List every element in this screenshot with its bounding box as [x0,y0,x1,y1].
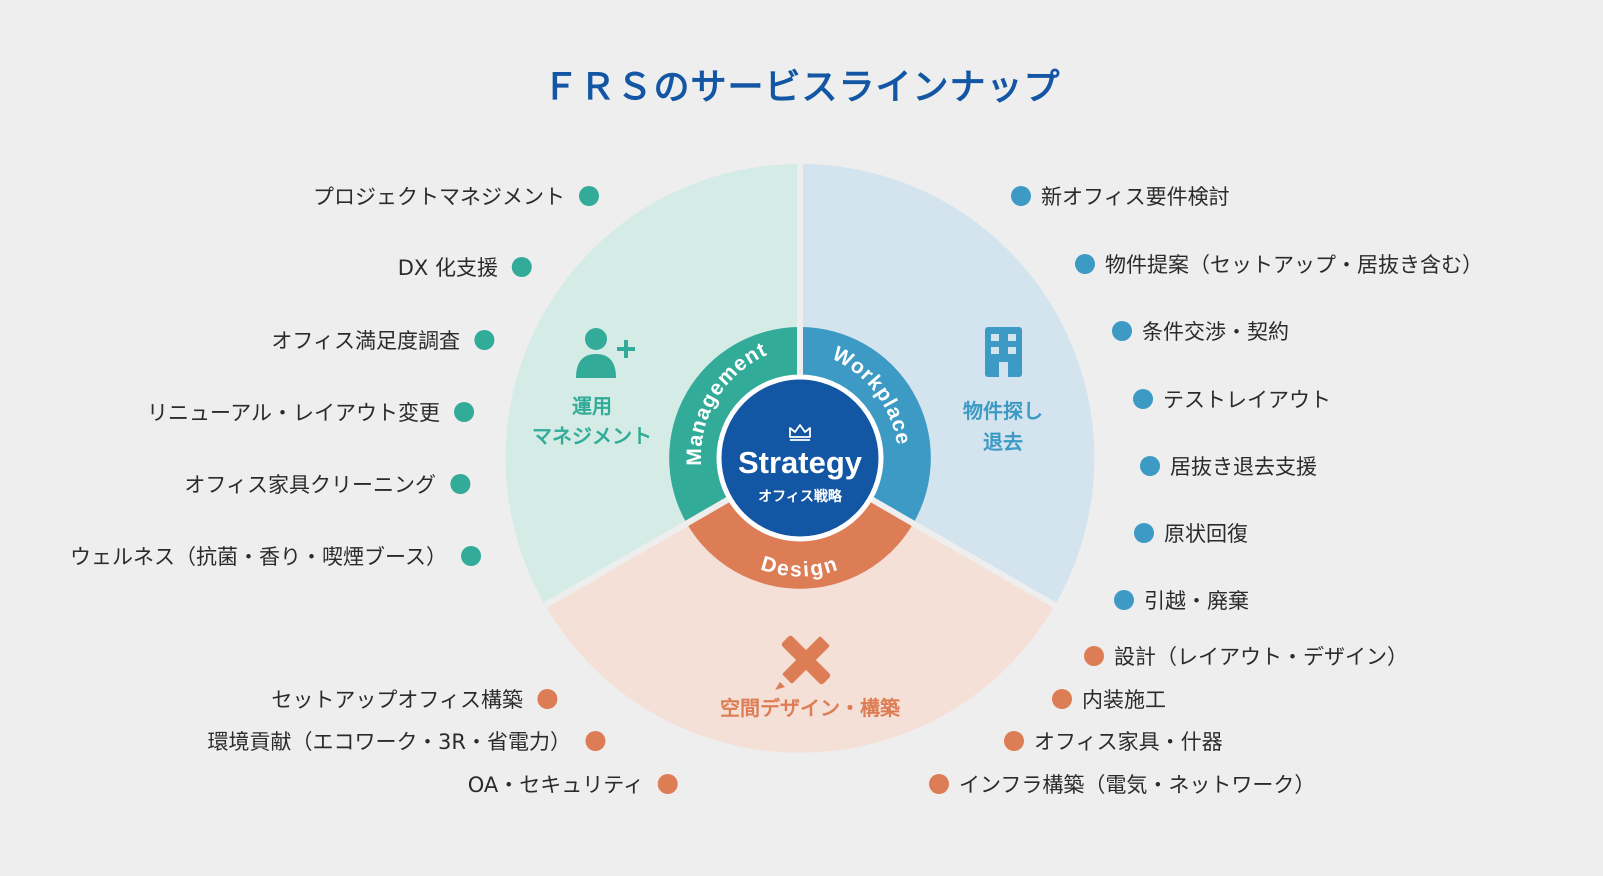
bullet-dot [1140,456,1160,476]
bullet-dot [1075,254,1095,274]
list-item-workplace: 新オフィス要件検討 [1011,181,1230,211]
list-item-management: プロジェクトマネジメント [313,181,599,211]
list-item-workplace: 居抜き退去支援 [1140,451,1317,481]
list-item-design: 環境貢献（エコワーク・3R・省電力） [207,726,605,756]
bullet-dot [1112,321,1132,341]
bullet-dot [579,186,599,206]
list-item-workplace: 引越・廃棄 [1114,585,1249,615]
bullet-dot [1114,590,1134,610]
bullet-dot [1011,186,1031,206]
list-item-management: DX 化支援 [398,252,532,282]
bullet-dot [461,546,481,566]
bullet-dot [1134,523,1154,543]
bullet-dot [1004,731,1024,751]
list-item-design: セットアップオフィス構築 [271,684,557,714]
bullet-dot [450,474,470,494]
list-item-design: インフラ構築（電気・ネットワーク） [929,769,1315,799]
bullet-dot [929,774,949,794]
bullet-dot [537,689,557,709]
management-segment-subtitle: マネジメント [532,424,652,448]
list-item-workplace: 物件提案（セットアップ・居抜き含む） [1075,249,1483,279]
strategy-circle [716,374,884,542]
building-icon [985,327,1022,377]
list-item-management: オフィス家具クリーニング [184,469,470,499]
bullet-dot [1084,646,1104,666]
crown-icon [789,424,811,441]
design-segment-title: 空間デザイン・構築 [720,696,901,720]
list-item-management: ウェルネス（抗菌・香り・喫煙ブース） [70,541,481,571]
list-item-management: リニューアル・レイアウト変更 [147,397,474,427]
pencil-ruler-icon [775,635,831,690]
list-item-design: オフィス家具・什器 [1004,726,1223,756]
bullet-dot [1133,389,1153,409]
bullet-dot [658,774,678,794]
page-title: ＦＲＳのサービスラインナップ [542,67,1061,108]
bullet-dot [1052,689,1072,709]
bullet-dot [454,402,474,422]
bullet-dot [585,731,605,751]
workplace-segment-title: 物件探し [963,399,1043,423]
list-item-management: オフィス満足度調査 [271,325,494,355]
list-item-design: 設計（レイアウト・デザイン） [1084,641,1408,671]
bullet-dot [512,257,532,277]
add-user-icon [576,328,635,378]
workplace-segment-subtitle: 退去 [983,430,1023,454]
list-item-design: 内装施工 [1052,684,1166,714]
list-item-workplace: 原状回復 [1134,518,1248,548]
list-item-workplace: 条件交渉・契約 [1112,316,1289,346]
list-item-design: OA・セキュリティ [468,769,678,799]
center-sublabel: オフィス戦略 [758,488,843,505]
management-segment-title: 運用 [572,394,612,418]
list-item-workplace: テストレイアウト [1133,384,1331,414]
center-label: Strategy [738,445,863,480]
bullet-dot [474,330,494,350]
